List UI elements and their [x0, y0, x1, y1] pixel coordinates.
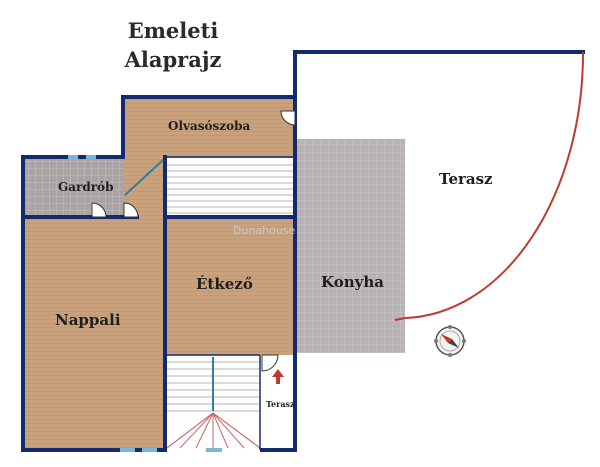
room-label-gardrob: Gardrób: [58, 180, 114, 194]
lower-stairs: [166, 355, 261, 450]
floor-olvasoszoba: [123, 97, 295, 158]
room-label-nappali: Nappali: [55, 311, 121, 329]
terrace-outline: [404, 51, 585, 319]
floor-konyha: [295, 139, 405, 353]
watermark: Dunahouse: [233, 224, 296, 237]
room-label-terasz-small: Terasz: [266, 399, 295, 409]
compass-icon: [434, 325, 466, 357]
entrance-arrow-icon: [272, 369, 284, 384]
room-label-terasz: Terasz: [439, 170, 493, 188]
room-label-etkezo: Étkező: [196, 275, 253, 293]
floor-gardrob: [23, 157, 123, 217]
title-line-1: Emeleti: [127, 18, 219, 43]
room-label-olvasoszoba: Olvasószoba: [168, 119, 251, 133]
title-line-2: Alaprajz: [124, 47, 222, 72]
floor-etkezo: [165, 217, 295, 355]
door-swing-icon: [91, 110, 296, 372]
floor-nappali: [23, 217, 165, 450]
upper-stairs: [165, 159, 293, 217]
room-label-konyha: Konyha: [321, 273, 384, 291]
